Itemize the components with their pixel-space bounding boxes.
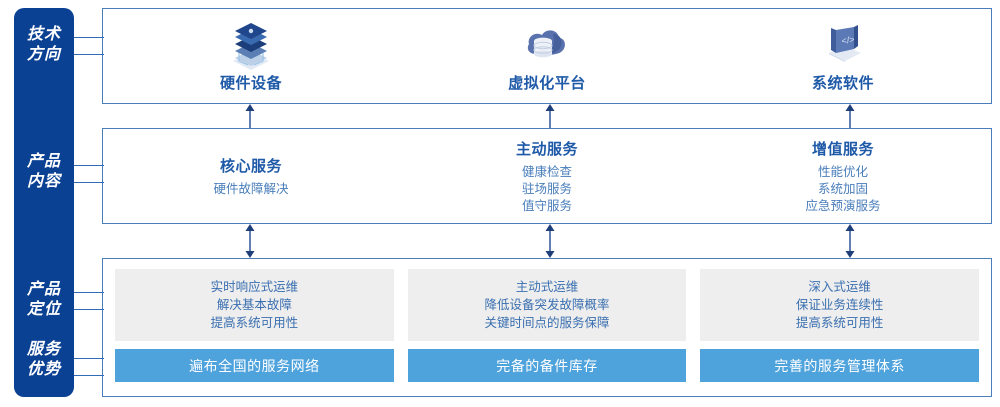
service-line: 硬件故障解决 — [213, 181, 289, 196]
category-rail — [14, 8, 74, 397]
product-content-item-core[interactable]: 核心服务 硬件故障解决 — [103, 129, 399, 223]
service-title: 主动服务 — [515, 140, 578, 158]
positioning-advantage-panel: 实时响应式运维 解决基本故障 提高系统可用性 遍布全国的服务网络 主动式运维 降… — [102, 258, 992, 397]
connector-line — [74, 358, 104, 359]
positioning-line: 保证业务连续性 — [795, 298, 884, 312]
product-content-item-proactive[interactable]: 主动服务 健康检查 驻场服务 值守服务 — [399, 129, 695, 223]
tech-direction-title: 虚拟化平台 — [508, 74, 586, 92]
arrow-up-icon — [543, 104, 557, 128]
tech-direction-panel: 硬件设备 虚 — [102, 8, 992, 104]
service-line: 驻场服务 — [521, 181, 572, 196]
positioning-box[interactable]: 主动式运维 降低设备突发故障概率 关键时间点的服务保障 — [407, 269, 687, 341]
connector-line — [74, 182, 104, 183]
arrow-double-icon — [543, 224, 557, 258]
arrow-double-icon — [843, 224, 857, 258]
service-title: 增值服务 — [811, 140, 874, 158]
positioning-box[interactable]: 深入式运维 保证业务连续性 提高系统可用性 — [700, 269, 980, 341]
connector-line — [74, 375, 104, 376]
positioning-box[interactable]: 实时响应式运维 解决基本故障 提高系统可用性 — [115, 269, 394, 341]
arrow-up-icon — [243, 104, 257, 128]
rail-label-line2: 内容 — [26, 173, 61, 190]
rail-label-line2: 优势 — [26, 361, 61, 378]
server-stack-icon — [224, 20, 278, 70]
rail-label-line2: 方向 — [26, 46, 61, 63]
positioning-line: 深入式运维 — [808, 280, 871, 294]
cloud-database-icon — [520, 20, 574, 70]
rail-label-product-positioning: 产品 定位 — [14, 280, 74, 320]
bottom-column-3: 深入式运维 保证业务连续性 提高系统可用性 完善的服务管理体系 — [700, 269, 980, 386]
positioning-line: 降低设备突发故障概率 — [484, 298, 610, 312]
rail-label-line1: 产品 — [26, 153, 61, 170]
connector-line — [74, 37, 104, 38]
bottom-column-1: 实时响应式运维 解决基本故障 提高系统可用性 遍布全国的服务网络 — [115, 269, 394, 386]
service-line: 应急预演服务 — [805, 198, 881, 213]
positioning-line: 提高系统可用性 — [210, 316, 299, 330]
positioning-line: 解决基本故障 — [216, 298, 292, 312]
positioning-line: 提高系统可用性 — [795, 316, 884, 330]
advantage-bar[interactable]: 遍布全国的服务网络 — [115, 349, 394, 382]
rail-label-line1: 技术 — [26, 26, 61, 43]
rail-label-line1: 服务 — [26, 341, 61, 358]
rail-label-line1: 产品 — [26, 281, 61, 298]
product-content-panel: 核心服务 硬件故障解决 主动服务 健康检查 驻场服务 值守服务 增值服务 性能优… — [102, 128, 992, 224]
rail-label-tech-direction: 技术 方向 — [14, 25, 74, 65]
rail-label-line2: 定位 — [26, 301, 61, 318]
connector-line — [74, 309, 104, 310]
service-line: 性能优化 — [817, 164, 868, 179]
laptop-code-icon: </> — [816, 20, 870, 70]
tech-direction-item-system-software[interactable]: </> 系统软件 — [695, 9, 991, 103]
advantage-bar[interactable]: 完善的服务管理体系 — [700, 349, 980, 382]
service-line: 健康检查 — [521, 164, 572, 179]
arrow-double-icon — [243, 224, 257, 258]
tech-direction-title: 硬件设备 — [219, 74, 282, 92]
arrow-up-icon — [843, 104, 857, 128]
svg-text:</>: </> — [841, 34, 855, 46]
bottom-column-2: 主动式运维 降低设备突发故障概率 关键时间点的服务保障 完备的备件库存 — [407, 269, 687, 386]
tech-direction-title: 系统软件 — [811, 74, 874, 92]
positioning-line: 实时响应式运维 — [210, 280, 299, 294]
tech-direction-item-virtualization[interactable]: 虚拟化平台 — [399, 9, 695, 103]
rail-label-service-advantage: 服务 优势 — [14, 340, 74, 380]
advantage-bar[interactable]: 完备的备件库存 — [407, 349, 687, 382]
positioning-line: 主动式运维 — [515, 280, 579, 294]
service-line: 系统加固 — [817, 181, 868, 196]
positioning-line: 关键时间点的服务保障 — [484, 316, 610, 330]
connector-line — [74, 165, 104, 166]
tech-direction-item-hardware[interactable]: 硬件设备 — [103, 9, 399, 103]
service-line: 值守服务 — [521, 198, 572, 213]
rail-label-product-content: 产品 内容 — [14, 152, 74, 192]
connector-line — [74, 292, 104, 293]
service-title: 核心服务 — [219, 157, 282, 175]
product-content-item-value-added[interactable]: 增值服务 性能优化 系统加固 应急预演服务 — [695, 129, 991, 223]
connector-line — [74, 54, 104, 55]
